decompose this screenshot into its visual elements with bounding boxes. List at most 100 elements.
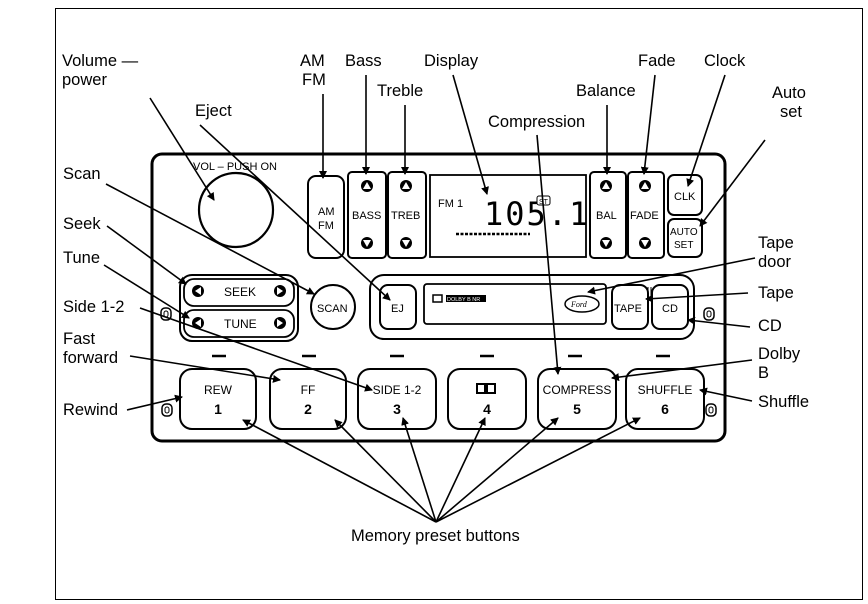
leader-preset-1 (242, 419, 437, 523)
callout-tape: Tape (758, 284, 794, 302)
callout-seek: Seek (63, 215, 101, 233)
dolby-symbol-icon (476, 383, 496, 394)
leader-rewind (126, 394, 183, 411)
callout-clock: Clock (704, 52, 746, 70)
callout-tune: Tune (63, 249, 100, 267)
display-band: FM 1 (438, 198, 463, 210)
clk-text: CLK (674, 191, 696, 203)
leader-auto-set (699, 139, 766, 227)
preset-3-label: SIDE 1-2 (373, 383, 422, 397)
leader-display (452, 74, 489, 195)
leader-fast-forward (129, 355, 281, 383)
callout-scan: Scan (63, 165, 101, 183)
preset-2-label: FF (301, 383, 316, 397)
preset-2-number: 2 (304, 401, 312, 417)
seek-text: SEEK (224, 285, 256, 299)
fade-text: FADE (630, 210, 659, 222)
auto-set-button (667, 218, 703, 258)
callout-cd: CD (758, 317, 782, 335)
tape-indicator-text: DOLBY B NR (447, 297, 480, 303)
right-screw-icon (703, 307, 715, 321)
leader-dolby (611, 359, 753, 382)
callout-am-fm-line2: FM (302, 71, 326, 89)
tape-door (423, 283, 607, 325)
callout-fade: Fade (638, 52, 676, 70)
left-lower-screw-icon (161, 403, 173, 417)
seek-rocker (183, 278, 295, 307)
preset-button-4[interactable]: 4 (447, 368, 527, 430)
callout-dolby-line2: B (758, 364, 770, 382)
preset-1-label: REW (204, 383, 233, 397)
leader-lines (103, 74, 766, 523)
leader-eject (199, 124, 391, 301)
leader-tape-door (587, 257, 756, 295)
auto-text: AUTO (670, 227, 698, 238)
vol-push-on-text: VOL – PUSH ON (193, 161, 277, 173)
tune-text: TUNE (224, 317, 257, 331)
callout-memory-presets: Memory preset buttons (351, 527, 520, 545)
callout-compression: Compression (488, 113, 586, 131)
tape-text: TAPE (614, 303, 642, 315)
preset-button-6[interactable]: SHUFFLE 6 (625, 368, 705, 430)
right-lower-screw-icon (705, 403, 717, 417)
callout-fast-forward-line2: forward (63, 349, 119, 367)
preset-button-2[interactable]: FF 2 (269, 368, 347, 430)
callout-fast-forward-line1: Fast (63, 330, 96, 348)
treb-text: TREB (391, 210, 420, 222)
leader-scan (105, 183, 315, 295)
preset-button-3[interactable]: SIDE 1-2 3 (357, 368, 437, 430)
preset-5-number: 5 (573, 401, 581, 417)
leader-preset-5 (435, 417, 559, 523)
stereo-indicator-text: ST (539, 199, 549, 206)
preset-6-number: 6 (661, 401, 669, 417)
callout-volume-line2: power (62, 71, 107, 89)
leader-preset-2 (334, 419, 437, 523)
preset-6-label: SHUFFLE (638, 383, 693, 397)
leader-tape (645, 292, 749, 303)
callout-auto-set-line1: Auto (772, 84, 806, 102)
scan-button (310, 284, 356, 330)
preset-3-number: 3 (393, 401, 401, 417)
leader-fade (640, 74, 656, 175)
leader-preset-6 (435, 417, 641, 523)
callout-rewind: Rewind (63, 401, 119, 419)
callout-side12: Side 1-2 (63, 298, 125, 316)
callout-display: Display (424, 52, 479, 70)
leader-side12 (139, 307, 373, 392)
leader-preset-4 (435, 417, 486, 523)
preset-1-number: 1 (214, 401, 222, 417)
ej-text: EJ (391, 303, 404, 315)
leader-tune (103, 264, 190, 319)
leader-volume (149, 97, 215, 201)
callout-bass: Bass (345, 52, 382, 70)
callout-eject: Eject (195, 102, 232, 120)
leader-shuffle (699, 387, 753, 402)
volume-knob (197, 171, 275, 249)
fm-text: FM (318, 220, 334, 232)
figure-frame (55, 8, 863, 600)
display-frequency: 105.1 (484, 195, 590, 233)
preset-5-label: COMPRESS (543, 383, 612, 397)
callout-auto-set-line2: set (780, 103, 803, 121)
tape-button (611, 284, 649, 330)
preset-4-number: 4 (483, 401, 491, 417)
cd-button (651, 284, 689, 330)
callout-treble: Treble (377, 82, 424, 100)
leader-preset-3 (401, 417, 437, 523)
ford-logo-text: Ford (570, 300, 588, 309)
callout-dolby-line1: Dolby (758, 345, 801, 363)
ford-logo (564, 295, 600, 313)
callout-tape-door-line2: door (758, 253, 792, 271)
leader-cd (687, 316, 751, 328)
bass-text: BASS (352, 210, 381, 222)
tape-indicator-box (446, 295, 486, 302)
callout-balance: Balance (576, 82, 636, 100)
callout-volume-line1: Volume — (62, 52, 139, 70)
display-window (429, 174, 587, 258)
leader-compression (536, 134, 562, 375)
bal-text: BAL (596, 210, 617, 222)
set-text: SET (674, 240, 693, 251)
scan-text: SCAN (317, 303, 348, 315)
preset-button-5[interactable]: COMPRESS 5 (537, 368, 617, 430)
